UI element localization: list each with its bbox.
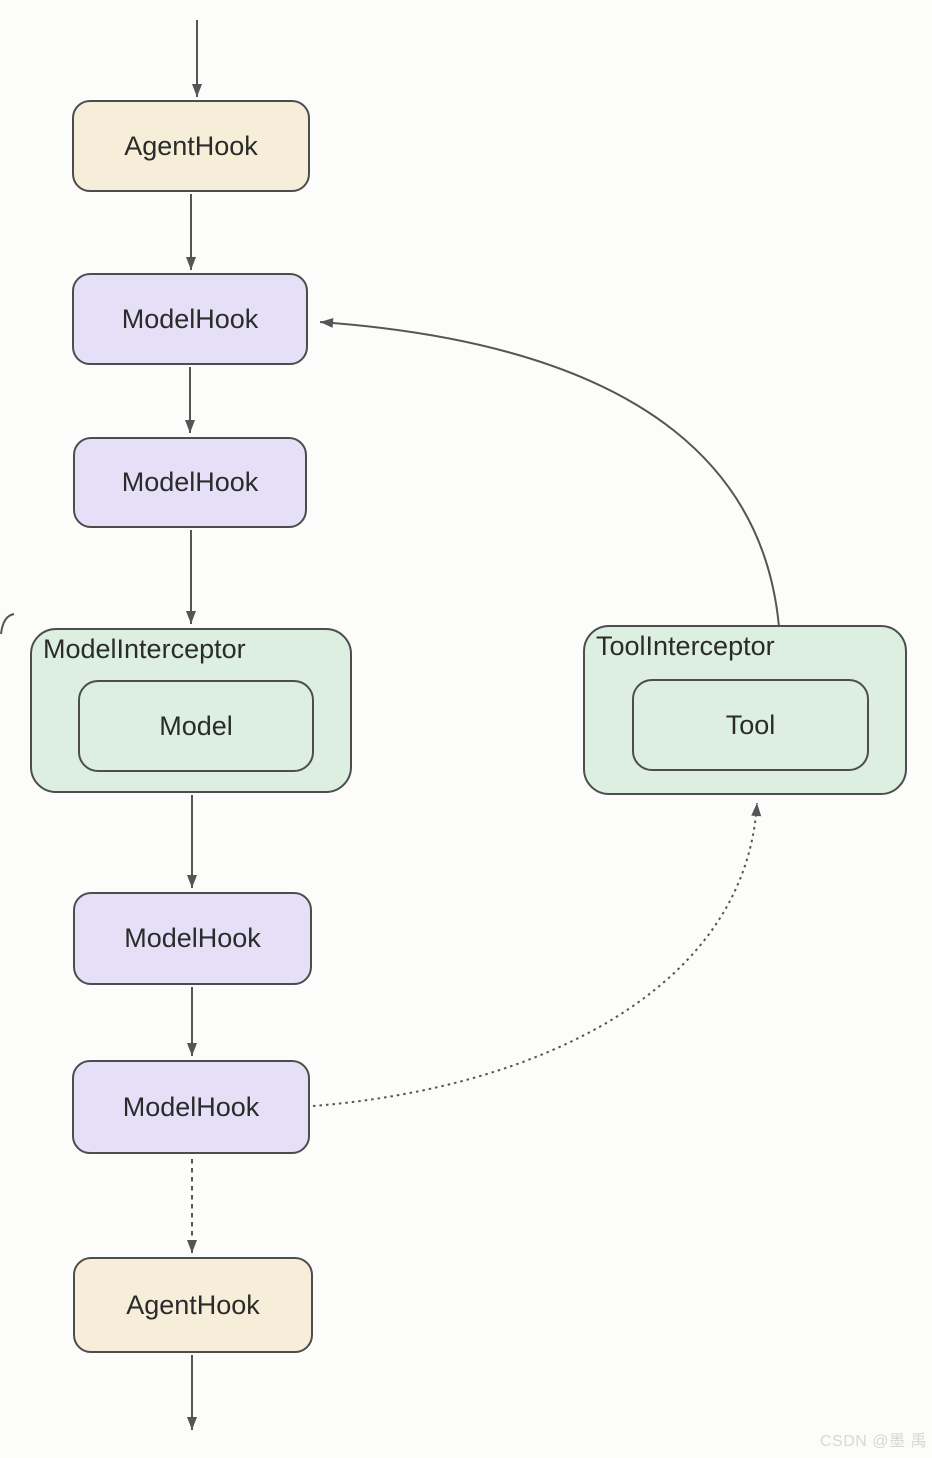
node-modelhook-3: ModelHook: [73, 892, 312, 985]
node-tool: Tool: [632, 679, 869, 771]
node-label: AgentHook: [124, 130, 258, 161]
node-modelhook-4: ModelHook: [72, 1060, 310, 1154]
node-agenthook-top: AgentHook: [72, 100, 310, 192]
edge-tool-interceptor-to-modelhook-1: [319, 317, 780, 628]
node-tool-interceptor: ToolInterceptor Tool: [583, 625, 907, 795]
cropped-shape-fragment: [0, 613, 15, 635]
node-model: Model: [78, 680, 314, 772]
node-label: ModelHook: [122, 1091, 260, 1122]
node-label: Tool: [725, 709, 776, 740]
edge-modelhook-4-to-tool-interceptor: [312, 802, 762, 1107]
node-label: ModelHook: [124, 923, 261, 953]
node-label: AgentHook: [126, 1289, 260, 1320]
node-label: ModelHook: [121, 467, 259, 497]
node-modelhook-2: ModelHook: [73, 437, 307, 528]
container-label: ModelInterceptor: [43, 634, 246, 664]
node-modelhook-1: ModelHook: [72, 273, 308, 365]
node-agenthook-bottom: AgentHook: [73, 1257, 313, 1353]
node-label: Model: [159, 710, 233, 741]
node-model-interceptor: ModelInterceptor Model: [30, 628, 352, 793]
node-label: ModelHook: [121, 303, 259, 334]
container-label: ToolInterceptor: [596, 631, 775, 661]
watermark: CSDN @墨 禹: [820, 1433, 927, 1450]
